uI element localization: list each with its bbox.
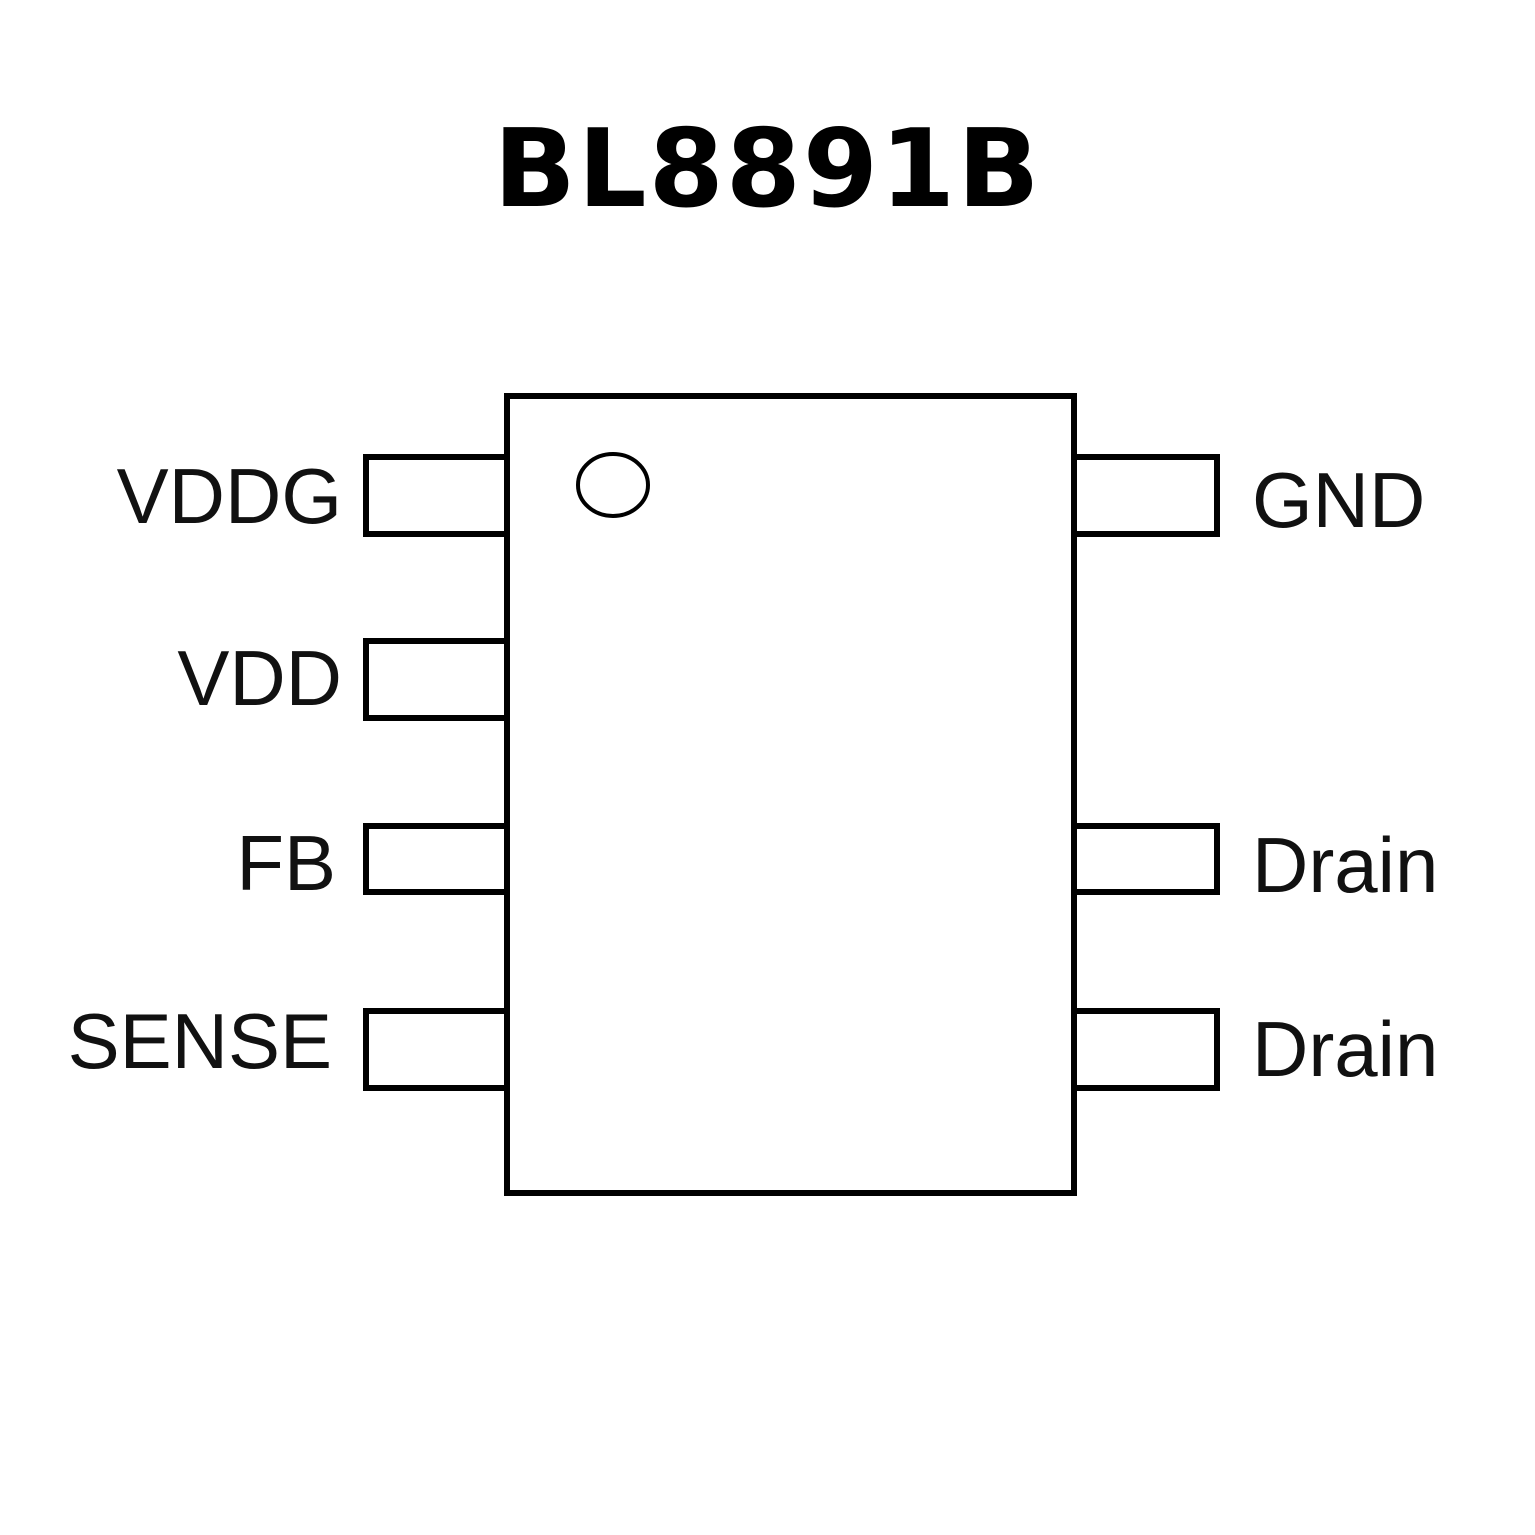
left-pin-2 xyxy=(363,638,510,721)
right-pin-3 xyxy=(1071,823,1220,895)
right-pin-1 xyxy=(1071,454,1220,537)
ic-body xyxy=(504,393,1077,1196)
left-pin-label: VDD xyxy=(177,634,342,722)
right-pin-4 xyxy=(1071,1008,1220,1091)
left-pin-3 xyxy=(363,823,510,895)
left-pin-1 xyxy=(363,454,510,537)
left-pin-4 xyxy=(363,1008,510,1091)
left-pin-label: FB xyxy=(236,819,336,907)
left-pin-label: SENSE xyxy=(68,997,332,1085)
right-pin-label: Drain xyxy=(1252,821,1438,909)
left-pin-label: VDDG xyxy=(117,452,342,540)
chip-title: BL8891B xyxy=(493,107,1042,232)
right-pin-label: Drain xyxy=(1252,1005,1438,1093)
right-pin-label: GND xyxy=(1252,456,1425,544)
pin-1-marker-icon xyxy=(576,452,650,518)
